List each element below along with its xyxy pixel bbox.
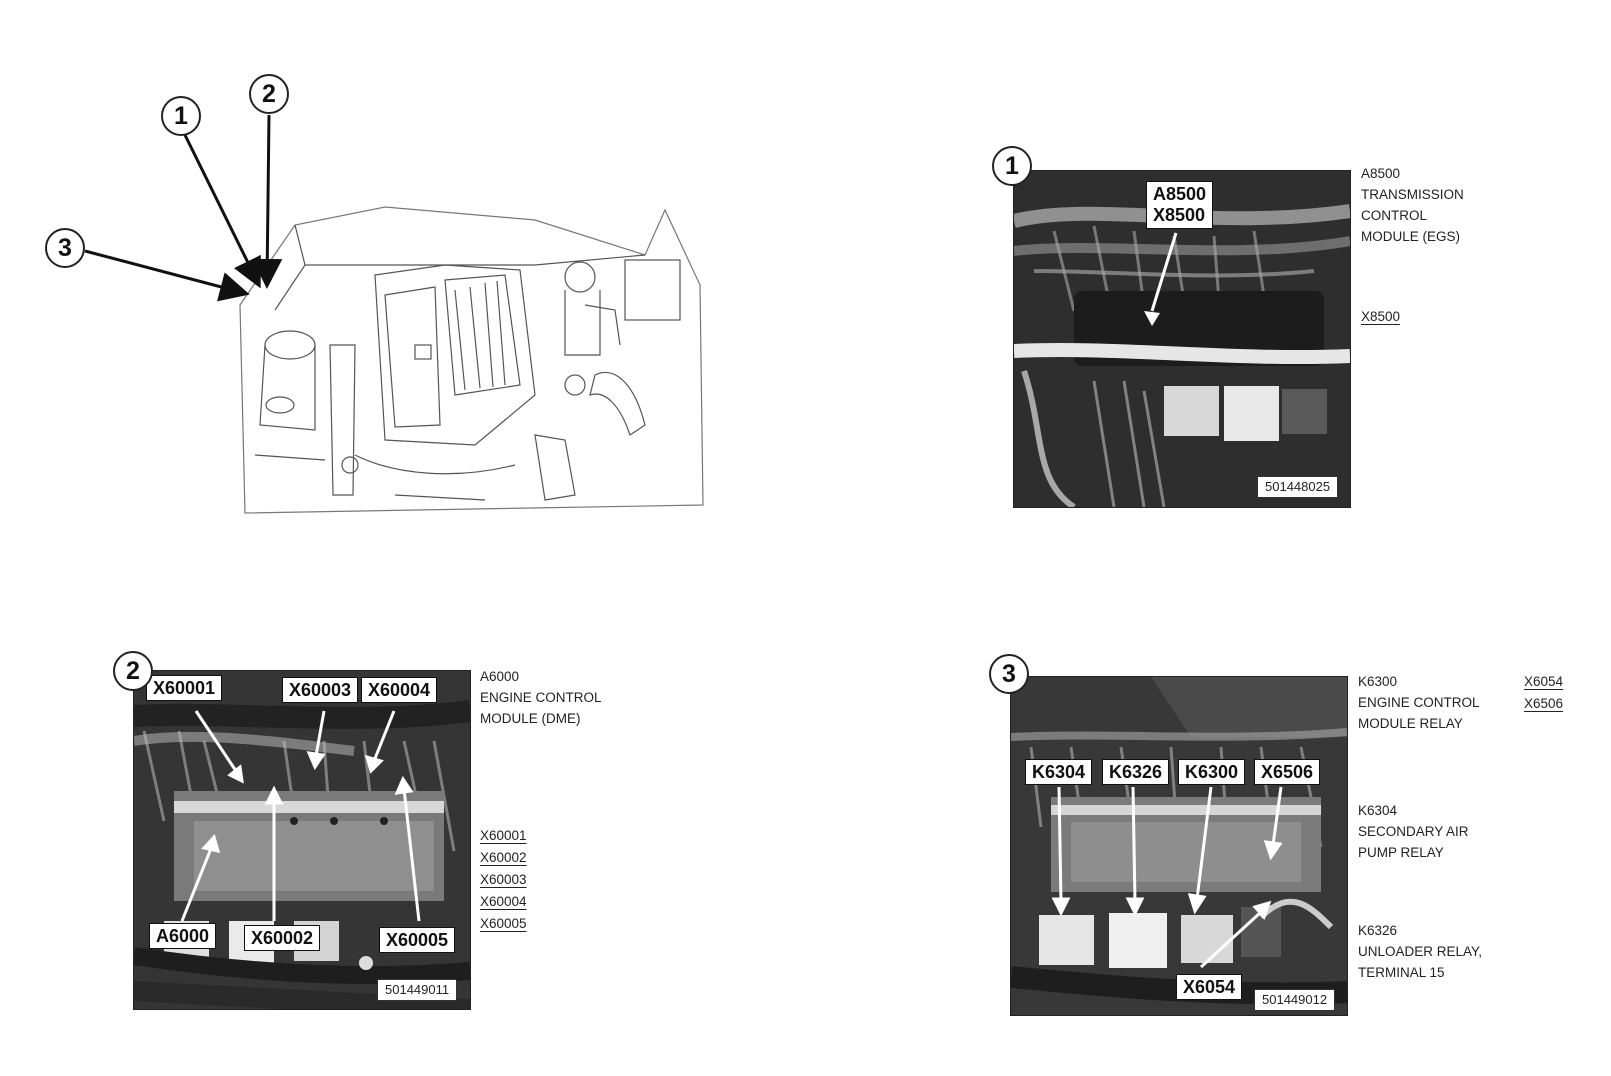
tag-x6054: X6054 (1176, 974, 1243, 1000)
connector-x8500: X8500 (1361, 309, 1401, 324)
panel-3-legend-k6304: K6304 SECONDARY AIR PUMP RELAY (1358, 800, 1469, 863)
figure-number-501449011: 501449011 (377, 979, 458, 1001)
connector-x60003: X60003 (480, 872, 527, 887)
tag-a6000: A6000 (149, 923, 217, 949)
legend-a8500: A8500 (1361, 166, 1401, 181)
legend-k6300-desc-2: MODULE RELAY (1358, 716, 1463, 731)
tag-a8500-x8500: A8500 X8500 (1146, 181, 1214, 229)
engine-bay-overview-drawing (235, 195, 705, 520)
tag-x8500-text: X8500 (1153, 205, 1206, 225)
tag-x60004: X60004 (361, 677, 438, 703)
legend-k6326-desc-2: TERMINAL 15 (1358, 965, 1445, 980)
tag-a8500-text: A8500 (1153, 184, 1207, 204)
legend-k6304-desc-1: SECONDARY AIR (1358, 824, 1469, 839)
figure-number-501449012: 501449012 (1254, 989, 1336, 1011)
panel-3-callout-circle: 3 (989, 654, 1029, 694)
figure-number-501448025: 501448025 (1257, 476, 1339, 498)
panel-3-connector-list: X6054 X6506 (1524, 671, 1563, 715)
connector-x6506: X6506 (1524, 696, 1564, 711)
tag-x60001: X60001 (146, 675, 223, 701)
legend-k6326-desc-1: UNLOADER RELAY, (1358, 944, 1483, 959)
callout-2-circle: 2 (249, 74, 289, 114)
legend-a6000: A6000 (480, 669, 520, 684)
legend-k6326: K6326 (1358, 923, 1398, 938)
connector-x60005: X60005 (480, 916, 527, 931)
tag-x60005: X60005 (379, 927, 456, 953)
photo-panel-3: K6304 K6326 K6300 X6506 X6054 501449012 (1010, 676, 1348, 1016)
legend-k6304-desc-2: PUMP RELAY (1358, 845, 1444, 860)
photo-panel-1: A8500 X8500 501448025 (1013, 170, 1351, 508)
panel-3-legend-k6326: K6326 UNLOADER RELAY, TERMINAL 15 (1358, 920, 1482, 983)
tag-x60003: X60003 (282, 677, 359, 703)
legend-k6300: K6300 (1358, 674, 1398, 689)
legend-a8500-desc-3: MODULE (EGS) (1361, 229, 1461, 244)
connector-x6054: X6054 (1524, 674, 1564, 689)
tag-x6506: X6506 (1254, 759, 1321, 785)
panel-1-legend: A8500 TRANSMISSION CONTROL MODULE (EGS) (1361, 163, 1464, 247)
legend-k6300-desc-1: ENGINE CONTROL (1358, 695, 1480, 710)
connector-x60002: X60002 (480, 850, 527, 865)
panel-2-legend: A6000 ENGINE CONTROL MODULE (DME) (480, 666, 602, 729)
callout-3-circle: 3 (45, 228, 85, 268)
connector-x60001: X60001 (480, 828, 527, 843)
panel-2-connector-list: X60001 X60002 X60003 X60004 X60005 (480, 825, 527, 935)
connector-x60004: X60004 (480, 894, 527, 909)
tag-k6300: K6300 (1178, 759, 1246, 785)
tag-k6304: K6304 (1025, 759, 1093, 785)
tag-k6326: K6326 (1102, 759, 1170, 785)
panel-1-connector-list: X8500 (1361, 306, 1400, 328)
tag-x60002: X60002 (244, 925, 321, 951)
legend-k6304: K6304 (1358, 803, 1398, 818)
panel-3-legend-k6300: K6300 ENGINE CONTROL MODULE RELAY (1358, 671, 1480, 734)
panel-2-callout-circle: 2 (113, 651, 153, 691)
legend-a8500-desc-2: CONTROL (1361, 208, 1428, 223)
callout-1-circle: 1 (161, 96, 201, 136)
legend-a6000-desc-2: MODULE (DME) (480, 711, 581, 726)
legend-a8500-desc-1: TRANSMISSION (1361, 187, 1464, 202)
legend-a6000-desc-1: ENGINE CONTROL (480, 690, 602, 705)
panel-1-callout-circle: 1 (992, 146, 1032, 186)
photo-panel-2: X60001 X60003 X60004 A6000 X60002 X60005… (133, 670, 471, 1010)
